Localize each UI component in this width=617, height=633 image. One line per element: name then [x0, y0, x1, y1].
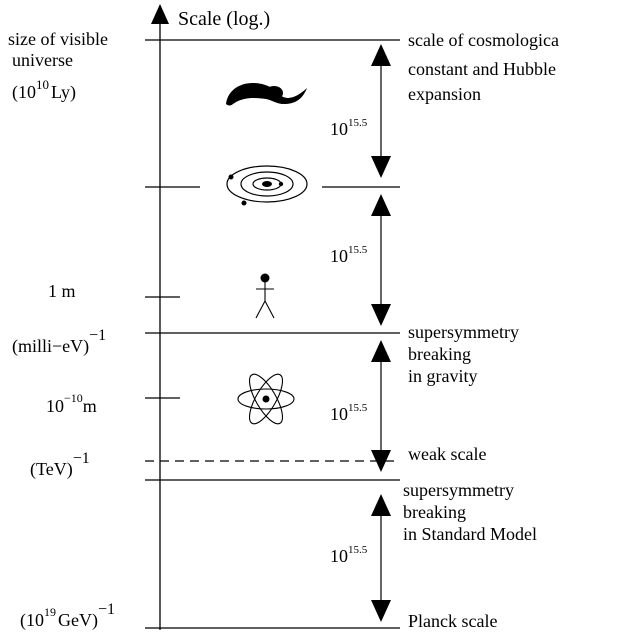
- ratio-label-4: 1015.5: [330, 544, 368, 566]
- ratio-label-2: 1015.5: [330, 244, 368, 266]
- susy-gravity-label-line2: breaking: [408, 344, 471, 364]
- axis-title: Scale (log.): [178, 8, 270, 30]
- susy-sm-label-line2: breaking: [403, 502, 466, 522]
- susy-gravity-label-line1: supersymmetry: [408, 322, 519, 342]
- ratio-arrow-1: [371, 44, 391, 178]
- atom-icon: [237, 373, 295, 425]
- visible-universe-label-line2: universe: [12, 50, 73, 70]
- galaxy-icon: [226, 82, 307, 106]
- visible-universe-label-line1: size of visible: [8, 29, 108, 49]
- planck-scale-label: Planck scale: [408, 611, 497, 631]
- susy-sm-label-line3: in Standard Model: [403, 524, 537, 544]
- angstrom-label: 10−10m: [46, 391, 97, 416]
- ratio-label-1: 1015.5: [330, 117, 368, 139]
- susy-gravity-label-line3: in gravity: [408, 366, 478, 386]
- cosmological-label-line2: constant and Hubble: [408, 59, 556, 79]
- weak-scale-label: weak scale: [408, 444, 486, 464]
- one-meter-label: 1 m: [48, 281, 76, 301]
- cosmological-label-line1: scale of cosmologica: [408, 30, 559, 50]
- susy-sm-label-line1: supersymmetry: [403, 480, 514, 500]
- ratio-arrow-3: [371, 340, 391, 472]
- stick-figure-icon: [255, 273, 275, 319]
- cosmological-label-line3: expansion: [408, 84, 481, 104]
- ratio-label-3: 1015.5: [330, 402, 368, 424]
- ratio-arrow-2: [371, 194, 391, 326]
- milli-ev-label: (milli−eV)−1: [12, 327, 106, 357]
- tev-label: (TeV)−1: [30, 450, 90, 480]
- axis-arrowhead: [151, 4, 169, 24]
- ratio-arrow-4: [371, 494, 391, 622]
- solar-system-icon: [226, 165, 308, 206]
